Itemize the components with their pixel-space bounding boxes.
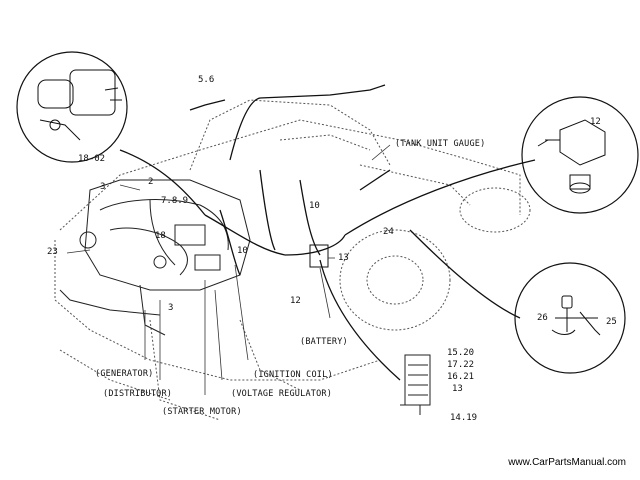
vehicle-body: [54, 99, 531, 421]
part-number: 16.21: [447, 372, 475, 382]
part-number: 7.8.9: [161, 196, 189, 206]
part-number: 5.6: [198, 75, 215, 85]
watermark: www.CarPartsManual.com: [508, 457, 626, 468]
part-number: 26: [537, 313, 548, 323]
clamp-detail-inset: [514, 262, 626, 374]
part-number: 25: [606, 317, 617, 327]
voltage-regulator-label: (VOLTAGE REGULATOR): [231, 389, 333, 399]
leader-lines: [66, 144, 391, 395]
part-number: 12: [290, 296, 301, 306]
tank-unit-detail-inset: [521, 96, 639, 214]
part-number: 3: [100, 182, 106, 192]
harness-wires: [119, 84, 536, 381]
generator-label: (GENERATOR): [95, 369, 154, 379]
part-number: 18: [155, 231, 166, 241]
part-number: 13: [338, 253, 349, 263]
part-number: 13: [452, 384, 463, 394]
ignition-coil-label: (IGNITION COIL): [253, 370, 333, 380]
engine-bay: [59, 179, 251, 336]
part-number: 2: [148, 177, 154, 187]
tank-unit-gauge-label: (TANK UNIT GAUGE): [395, 139, 486, 149]
starter-detail-inset: [16, 51, 128, 163]
part-number: 10: [309, 201, 320, 211]
starter-motor-label: (STARTER MOTOR): [162, 407, 242, 417]
part-number: 14.19: [450, 413, 478, 423]
part-number: 18-02: [78, 154, 106, 164]
tank-bracket: [400, 354, 431, 415]
part-number: 12: [590, 117, 601, 127]
part-number: 15.20: [447, 348, 475, 358]
part-number: 10: [237, 246, 248, 256]
part-number: 17.22: [447, 360, 475, 370]
part-number: 23: [47, 247, 58, 257]
battery-label: (BATTERY): [300, 337, 348, 347]
battery-unit: [309, 244, 329, 268]
part-number: 24: [383, 227, 394, 237]
part-number: 3: [168, 303, 174, 313]
distributor-label: (DISTRIBUTOR): [103, 389, 173, 399]
